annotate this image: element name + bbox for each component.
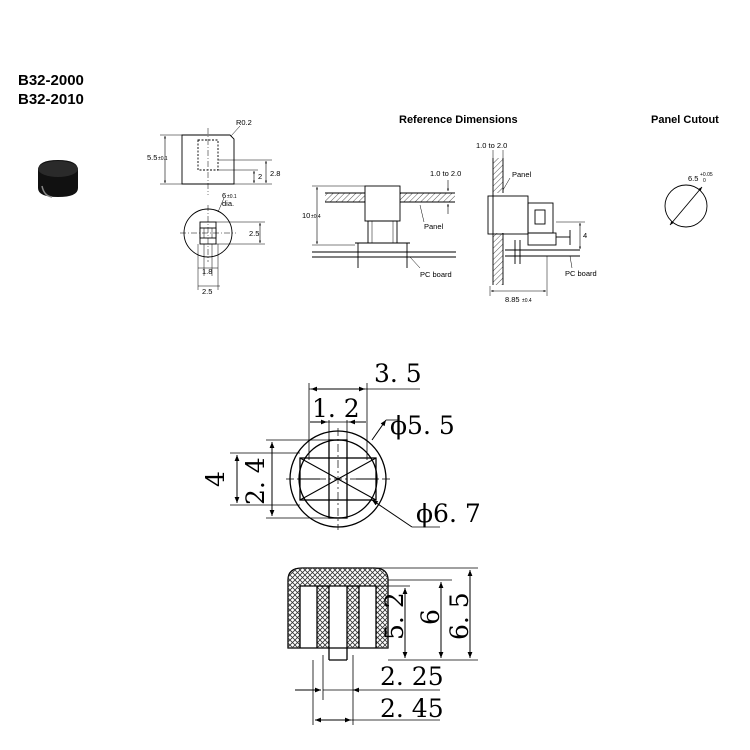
ref1-height-10-tol: ±0.4 [311,214,321,220]
cutout-tol-minus: 0 [703,178,706,184]
ref2-width-8-85-tol: ±0.4 [522,298,532,304]
dim-width-2-45: 2. 45 [380,694,444,723]
cap-top-view [180,197,265,290]
dim-2-5-bottom: 2.5 [202,287,212,296]
reference-view-side [487,150,585,296]
dim-height-5-5-tol: ±0.1 [158,156,168,162]
model-number-b32-2000: B32-2000 [18,72,84,89]
dim-dia-5-5: ϕ5. 5 [390,411,455,440]
panel-cutout-heading: Panel Cutout [651,114,719,126]
ref1-height-10: 10 [302,211,310,220]
ref1-panel-range: 1.0 to 2.0 [430,169,461,178]
dim-width-1-2: 1. 2 [312,394,360,423]
ref2-pcb-label: PC board [565,269,597,278]
model-number-b32-2010: B32-2010 [18,91,84,108]
dim-height-6: 6 [416,609,445,625]
ref2-width-8-85: 8.85 [505,295,520,304]
panel-cutout-circle [664,184,708,228]
large-top-view [230,383,440,530]
dim-height-5-2: 5. 2 [380,592,409,640]
dim-width-2-25: 2. 25 [380,662,444,691]
reference-view-front [312,180,456,269]
cap-side-view [160,125,272,195]
dim-1-8: 1.8 [202,267,212,276]
dim-dia-word: dia. [222,199,234,208]
dim-width-3-5: 3. 5 [374,359,422,388]
cutout-dia: 6.5 [688,174,698,183]
ref2-panel-label: Panel [512,170,532,179]
dim-height-4: 4 [201,471,230,487]
dim-2-5-side: 2.5 [249,229,259,238]
ref1-panel-label: Panel [424,222,444,231]
dim-2-8: 2.8 [270,169,280,178]
dim-dia-6-7: ϕ6. 7 [416,499,481,528]
dim-height-2-4: 2. 4 [241,457,270,505]
ref2-panel-range: 1.0 to 2.0 [476,141,507,150]
dim-height-6-5: 6. 5 [445,592,474,640]
dim-dia-6: 6 [222,191,226,200]
dim-2: 2 [258,172,262,181]
dim-r02: R0.2 [236,118,252,127]
dim-dia-6-tol: ±0.1 [227,194,237,200]
keycap-photo [38,160,78,198]
dim-height-5-5: 5.5 [147,153,157,162]
cutout-tol-plus: +0.05 [700,172,713,178]
ref1-pcb-label: PC board [420,270,452,279]
large-section-view [287,567,478,725]
reference-dimensions-heading: Reference Dimensions [399,114,518,126]
ref2-dim-4: 4 [583,231,587,240]
